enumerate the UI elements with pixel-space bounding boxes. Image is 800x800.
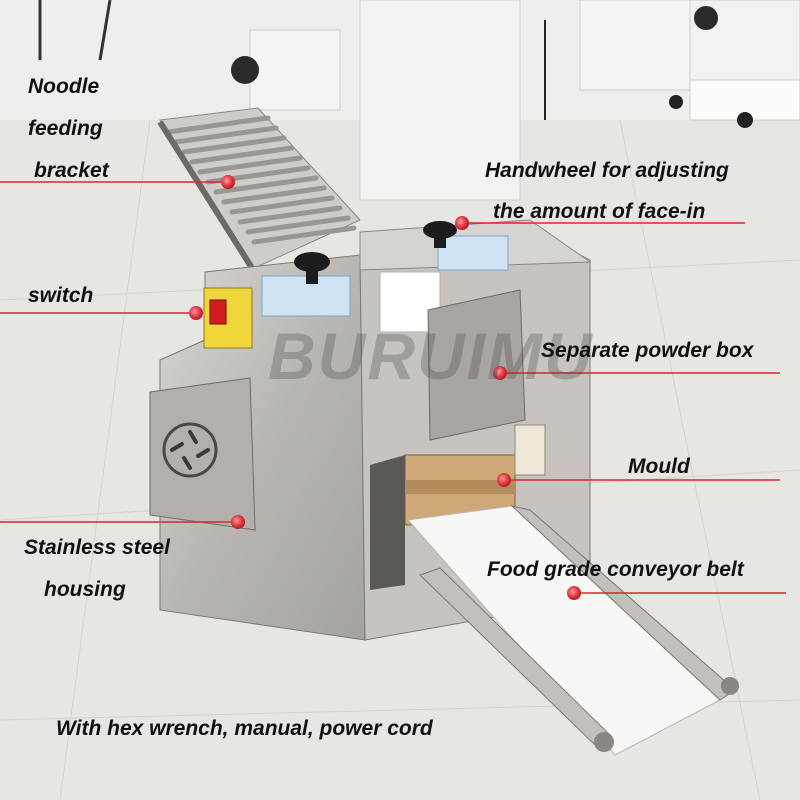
noodle-feeding-bracket <box>157 107 361 271</box>
switch-panel <box>203 287 253 349</box>
callout-dot-conveyor <box>567 586 581 600</box>
conveyor-belt <box>407 505 739 756</box>
label-housing-line2: housing <box>44 578 126 601</box>
label-noodle-line1: Noodle <box>28 75 100 98</box>
callout-dot-housing <box>231 515 245 529</box>
brand-watermark: BURUIMU <box>268 319 594 393</box>
label-housing-line1: Stainless steel <box>24 536 170 559</box>
callout-dot-powder-box <box>493 366 507 380</box>
label-noodle-line3: bracket <box>34 159 109 182</box>
label-powder-box: Separate powder box <box>541 339 754 362</box>
label-switch: switch <box>28 284 94 307</box>
callout-lines <box>0 181 786 594</box>
powder-box <box>379 271 526 441</box>
handwheel-knobs <box>294 221 457 284</box>
label-mould: Mould <box>628 455 690 478</box>
callout-dot-noodle-bracket <box>221 175 235 189</box>
label-conveyor: Food grade conveyor belt <box>487 558 744 581</box>
background-machines <box>38 0 800 201</box>
callout-dots <box>189 175 581 600</box>
label-noodle-line2: feeding <box>28 117 103 140</box>
label-accessories: With hex wrench, manual, power cord <box>56 717 433 740</box>
callout-dot-switch <box>189 306 203 320</box>
side-vent-box <box>149 377 256 531</box>
callout-dot-mould <box>497 473 511 487</box>
label-handwheel-line1: Handwheel for adjusting <box>485 159 729 182</box>
callout-dot-handwheel <box>455 216 469 230</box>
label-handwheel-line2: the amount of face-in <box>493 200 706 223</box>
